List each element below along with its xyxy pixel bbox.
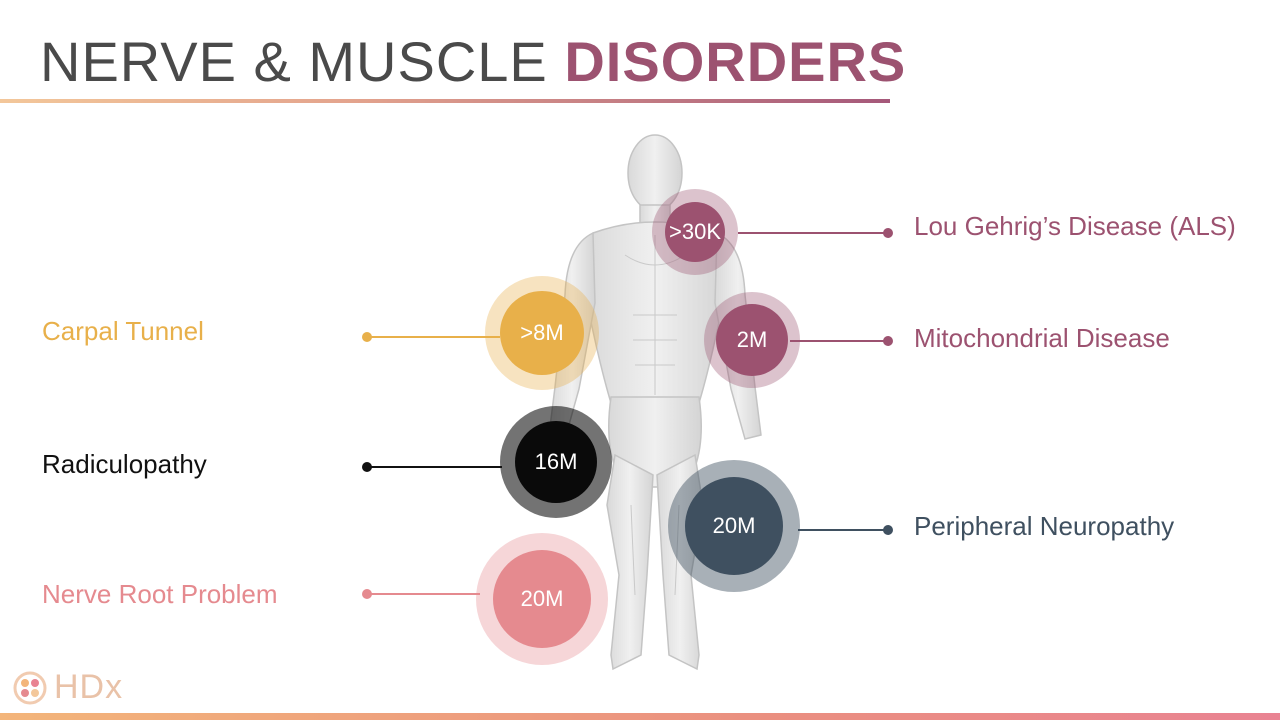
peripheral-neuropathy-value: 20M bbox=[712, 513, 756, 538]
page-title: NERVE & MUSCLE DISORDERS bbox=[40, 28, 906, 96]
nerve-root-leader-line bbox=[368, 593, 480, 595]
mitochondrial-leader-line bbox=[790, 340, 888, 342]
bottom-accent-bar bbox=[0, 713, 1280, 720]
title-underline bbox=[0, 99, 890, 103]
nerve-root-value: 20M bbox=[520, 586, 564, 611]
als-leader-dot bbox=[883, 228, 893, 238]
radiculopathy-leader-dot bbox=[362, 462, 372, 472]
title-part-1: NERVE & MUSCLE bbox=[40, 30, 565, 93]
radiculopathy-bubble: 16M bbox=[515, 421, 597, 503]
mitochondrial-label: Mitochondrial Disease bbox=[914, 323, 1170, 353]
title-part-2: DISORDERS bbox=[564, 30, 907, 93]
carpal-tunnel-bubble: >8M bbox=[500, 291, 584, 375]
als-leader-line bbox=[738, 232, 888, 234]
hdx-logo-mark-icon bbox=[13, 671, 47, 705]
nerve-root-bubble: 20M bbox=[493, 550, 591, 648]
nerve-root-leader-dot bbox=[362, 589, 372, 599]
hdx-logo: HDx bbox=[10, 668, 140, 708]
nerve-root-label: Nerve Root Problem bbox=[42, 579, 278, 609]
peripheral-neuropathy-bubble: 20M bbox=[685, 477, 783, 575]
carpal-tunnel-label: Carpal Tunnel bbox=[42, 316, 204, 346]
peripheral-neuropathy-leader-dot bbox=[883, 525, 893, 535]
mitochondrial-bubble: 2M bbox=[716, 304, 788, 376]
carpal-tunnel-leader-line bbox=[368, 336, 500, 338]
carpal-tunnel-value: >8M bbox=[520, 320, 564, 345]
als-bubble: >30K bbox=[665, 202, 725, 262]
radiculopathy-label: Radiculopathy bbox=[42, 449, 207, 479]
peripheral-neuropathy-label: Peripheral Neuropathy bbox=[914, 511, 1175, 541]
mitochondrial-leader-dot bbox=[883, 336, 893, 346]
als-label: Lou Gehrig’s Disease (ALS) bbox=[914, 211, 1236, 241]
hdx-logo-text: HDx bbox=[54, 668, 124, 706]
radiculopathy-value: 16M bbox=[534, 449, 578, 474]
radiculopathy-leader-line bbox=[368, 466, 502, 468]
mitochondrial-value: 2M bbox=[736, 327, 768, 352]
carpal-tunnel-leader-dot bbox=[362, 332, 372, 342]
als-value: >30K bbox=[669, 219, 721, 244]
peripheral-neuropathy-leader-line bbox=[798, 529, 888, 531]
